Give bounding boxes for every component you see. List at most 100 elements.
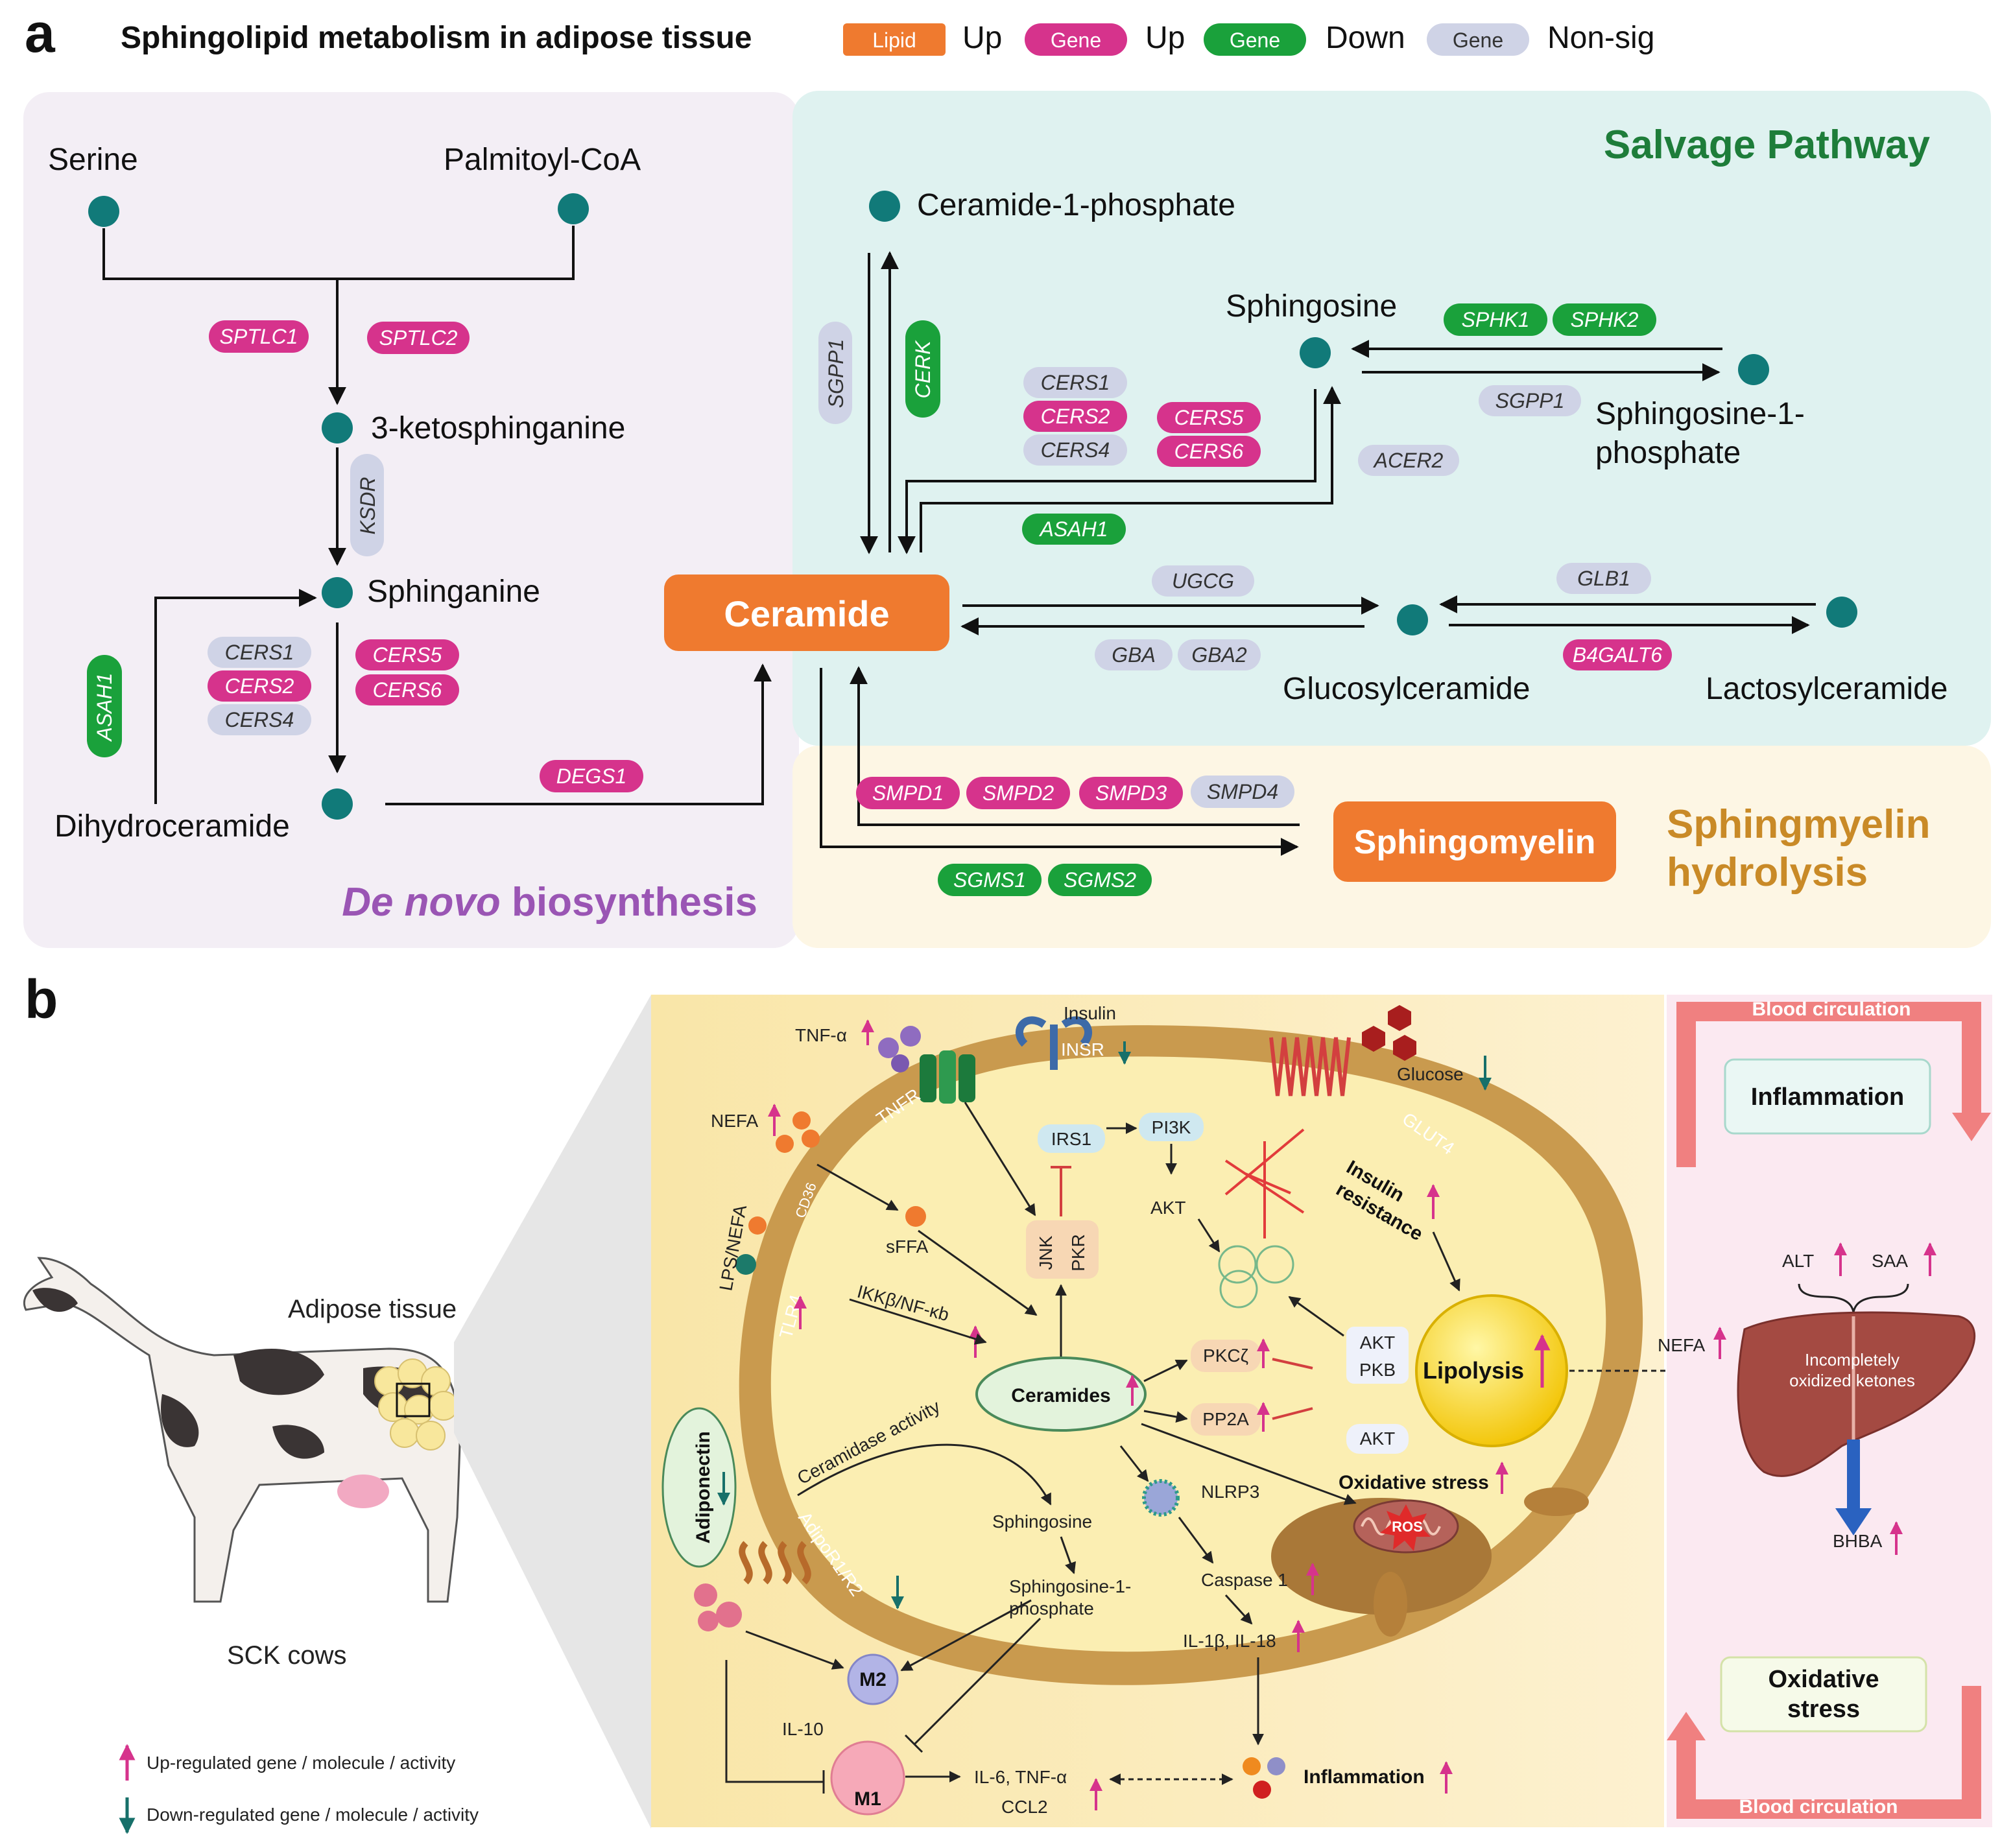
s1p-label-1: Sphingosine-1- [1595, 397, 1805, 431]
panel-a-letter: a [25, 3, 56, 64]
inhibit-s1p-m1-bar [904, 1734, 923, 1753]
legend-chip-gene-nonsig [1427, 23, 1529, 56]
glccer-node [1397, 604, 1428, 635]
gene-cers5-b-text: CERS5 [1174, 406, 1244, 429]
gene-gba [1095, 639, 1173, 670]
tnfa-molecules [878, 1026, 921, 1072]
akt3-box [1346, 1424, 1409, 1454]
glut4-vesicle-1 [1218, 1245, 1257, 1284]
arrow-nlrp3-caspase [1178, 1517, 1214, 1564]
pkb-label: PKB [1359, 1360, 1396, 1380]
gene-acer2-text: ACER2 [1373, 449, 1444, 472]
insulin-label: Insulin [1064, 1003, 1116, 1023]
gene-cers4-b [1023, 434, 1127, 466]
arrow-sph-s1p [1060, 1536, 1077, 1574]
pp2a-box [1191, 1403, 1261, 1436]
pkcz-box [1191, 1340, 1261, 1372]
il6-label-2: CCL2 [1001, 1797, 1048, 1817]
irs1-label: IRS1 [1051, 1129, 1091, 1149]
legend-text-gene-down: Down [1326, 21, 1405, 55]
ros-label: ROS [1392, 1519, 1423, 1535]
legend-chip-gene-down [1204, 23, 1306, 56]
arrow-ceramides-pp2a [1143, 1410, 1188, 1423]
gene-sgms1-text: SGMS1 [953, 868, 1026, 892]
gene-cers4-a-text: CERS4 [225, 708, 294, 731]
nlrp3-label: NLRP3 [1201, 1482, 1259, 1502]
gene-cers1-b-text: CERS1 [1041, 371, 1110, 394]
inflammation-box-label: Inflammation [1751, 1084, 1904, 1111]
gene-sgpp1-b [1479, 385, 1581, 416]
legend-chip-lipid [843, 23, 946, 56]
inhibit-pkcz-akt [1272, 1358, 1313, 1369]
arrow-caspase-il1b [1224, 1594, 1253, 1625]
sphingomyelin-label: Sphingomyelin [1354, 823, 1596, 861]
denovo-title-rest: biosynthesis [501, 880, 757, 925]
gene-smpd2 [966, 777, 1070, 809]
ketosphinganine-label: 3-ketosphinganine [371, 411, 625, 445]
gene-smpd2-text: SMPD2 [983, 781, 1054, 805]
gene-cers4-b-text: CERS4 [1041, 438, 1110, 462]
gene-asah1-a [87, 655, 122, 757]
adipose-patch [374, 1358, 459, 1451]
gene-glb1-text: GLB1 [1577, 567, 1630, 590]
arrow-adipo-m2 [745, 1630, 844, 1670]
ceramides-label: Ceramides [1011, 1385, 1110, 1406]
denovo-title: De novo biosynthesis [342, 880, 757, 925]
pi3k-label: PI3K [1152, 1117, 1191, 1137]
oxstress-box-label-1: Oxidative [1768, 1666, 1879, 1693]
legend-chip-lipid-text: Lipid [872, 29, 916, 52]
m2-label: M2 [859, 1669, 887, 1690]
glut4-vesicle-2 [1256, 1245, 1294, 1284]
legend-chip-gene-up-text: Gene [1051, 29, 1101, 52]
gene-sgpp1-a [818, 322, 852, 424]
blood-top-label: Blood circulation [1752, 999, 1911, 1020]
legend-chip-gene-up [1025, 23, 1127, 56]
legend-chip-gene-down-text: Gene [1230, 29, 1280, 52]
blocked-cross-icon [1224, 1128, 1305, 1238]
pi3k-box [1139, 1113, 1204, 1141]
jnk-label: JNK [1036, 1235, 1056, 1270]
dihydroceramide-label: Dihydroceramide [54, 809, 290, 844]
bhba-arrowhead [1835, 1508, 1872, 1535]
arrow-sffa-ceramides [918, 1229, 1038, 1316]
gene-smpd4-text: SMPD4 [1207, 780, 1278, 803]
c1p-node [869, 191, 900, 222]
arrow-cd36-sffa [816, 1163, 899, 1211]
gene-sptlc2-text: SPTLC2 [379, 326, 458, 349]
mitochondria-icon [1353, 1487, 1589, 1637]
gene-sptlc2 [367, 322, 470, 354]
m1-label: M1 [854, 1788, 881, 1810]
gene-sphk1 [1444, 303, 1547, 336]
blood-arrowhead-bottom [1667, 1712, 1706, 1740]
arrow-ceramidase-sphingosine [797, 1443, 1052, 1506]
akt1-label: AKT [1150, 1198, 1185, 1218]
gene-cers4-a [208, 704, 311, 735]
gene-cers2-a-text: CERS2 [225, 674, 294, 698]
gene-cers2-a [208, 670, 311, 702]
legend-chip-gene-nonsig-text: Gene [1453, 29, 1503, 52]
sphingosine-node [1300, 337, 1331, 368]
arrow-dihydro-to-ceramide [385, 663, 772, 805]
hydrolysis-title-2: hydrolysis [1667, 850, 1868, 895]
sck-cows-label: SCK cows [227, 1641, 347, 1670]
gene-sphk2 [1553, 303, 1656, 336]
s1p-label-2: phosphate [1595, 436, 1741, 470]
oxstress-box-label-2: stress [1787, 1696, 1860, 1723]
gene-sptlc1 [209, 320, 309, 353]
arrow-sm-to-ceramide [850, 666, 1300, 826]
jnk-pkr-box [1026, 1220, 1099, 1279]
arrow-sphingosine-to-ceramide [898, 389, 1316, 554]
gene-smpd1-text: SMPD1 [872, 781, 944, 805]
glut4-vesicle-3 [1219, 1270, 1258, 1309]
gene-sgpp1-b-text: SGPP1 [1495, 389, 1565, 412]
gene-degs1 [540, 760, 643, 792]
salvage-title: Salvage Pathway [1604, 123, 1931, 167]
glucose-label: Glucose [1397, 1064, 1464, 1084]
lipolysis-label: Lipolysis [1423, 1357, 1524, 1384]
lipid-droplet-icon [1415, 1294, 1568, 1447]
sphinganine-node [322, 577, 353, 608]
liver-icon [1737, 1311, 1976, 1477]
adipose-tissue-label: Adipose tissue [288, 1295, 457, 1323]
sphingosine-b-label: Sphingosine [992, 1511, 1092, 1532]
nlrp3-icon [1142, 1479, 1180, 1517]
